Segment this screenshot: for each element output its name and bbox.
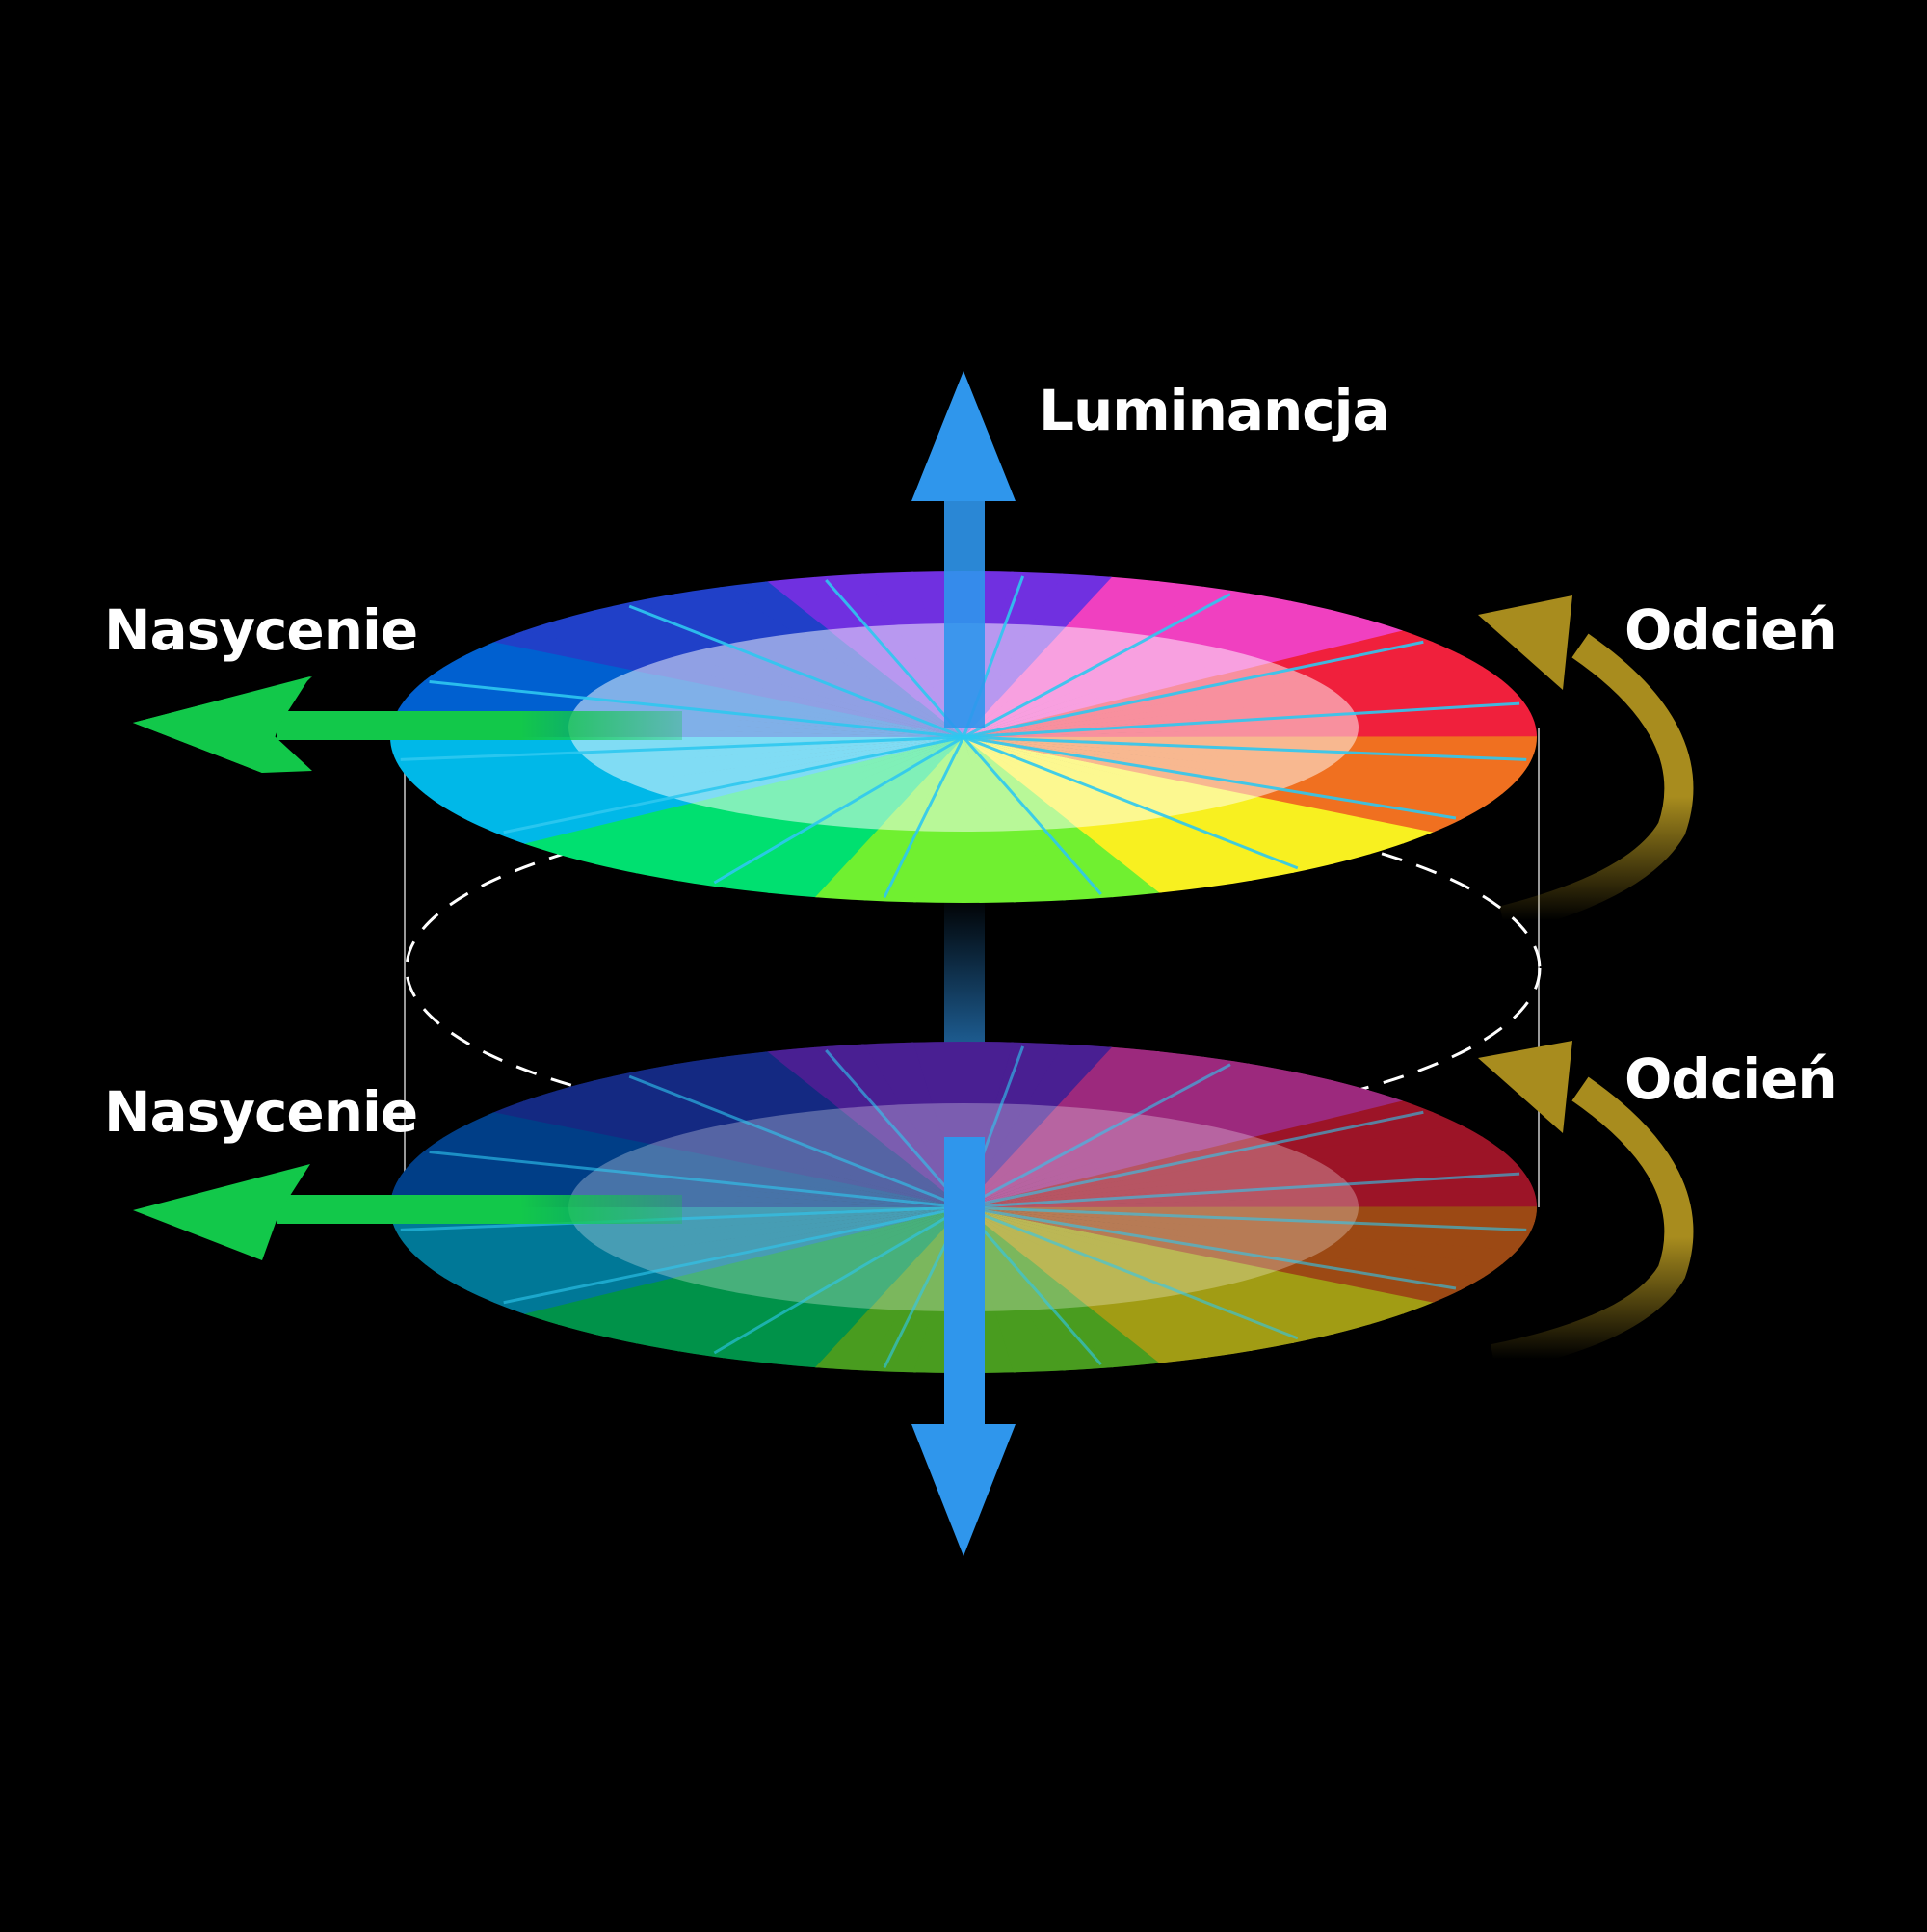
saturation-label-top: Nasycenie [104, 597, 418, 663]
luminance-axis-down-arrow [911, 1137, 1016, 1556]
wheel-spoke [963, 1110, 1424, 1209]
wheel-spoke [963, 1205, 1299, 1340]
hue-arrow-bottom [1478, 1041, 1694, 1373]
wheel-spoke [503, 735, 964, 834]
wheel-spoke [963, 1172, 1520, 1209]
hue-label-bottom: Odcień [1624, 1046, 1837, 1112]
wheel-wedge [964, 1205, 1537, 1228]
wheel-spoke [429, 1151, 964, 1209]
saturation-label-bottom: Nasycenie [104, 1079, 418, 1145]
wheel-spoke [400, 735, 964, 761]
hue-arrow-top [1478, 595, 1694, 935]
wheel-spoke [963, 640, 1424, 739]
wheel-spoke [628, 1074, 964, 1209]
wheel-spoke [963, 735, 1299, 870]
wheel-spoke [429, 680, 964, 739]
wheel-spoke [963, 701, 1520, 739]
dashed-middle-ellipse [405, 801, 1542, 1136]
wheel-spoke [963, 735, 1527, 761]
wheel-wedge [964, 1207, 1537, 1247]
wheel-spoke [963, 735, 1457, 820]
wheel-spoke [963, 1063, 1231, 1209]
wheel-spoke [962, 736, 1102, 895]
wheel-spoke [963, 593, 1231, 739]
luminance-label: Luminancja [1039, 378, 1390, 443]
wheel-spoke [713, 735, 964, 885]
hue-label-top: Odcień [1624, 597, 1837, 663]
wheel-spoke [883, 736, 965, 899]
wheel-spoke [962, 1206, 1102, 1365]
wheel-spoke [963, 1205, 1457, 1290]
wheel-spoke [628, 604, 964, 739]
wheel-spoke [825, 1049, 965, 1208]
wheel-spoke [503, 1205, 964, 1305]
wheel-spoke [713, 1205, 964, 1355]
wheel-wedge [830, 1207, 964, 1373]
wheel-wedge [390, 1168, 964, 1207]
saturation-arrow-top [133, 676, 682, 773]
wheel-spoke [825, 579, 965, 738]
luminance-axis-up-arrow [911, 371, 1016, 728]
wheel-wedge [964, 1042, 1097, 1207]
wheel-spoke [963, 1205, 1527, 1231]
saturation-arrow-bottom [133, 1164, 682, 1260]
